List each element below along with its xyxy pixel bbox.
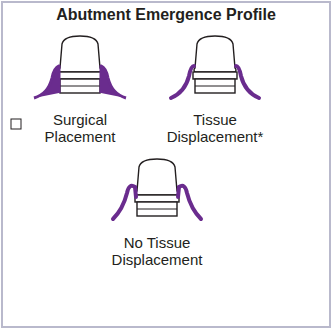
figure-caption: No Tissue Displacement [97, 234, 217, 269]
frame [2, 2, 330, 327]
no-displacement-figure [113, 159, 201, 219]
figure-caption: Surgical Placement [40, 111, 120, 146]
displacement-figure [171, 36, 259, 98]
diagram-title: Abutment Emergence Profile [56, 6, 276, 24]
checkbox [11, 119, 21, 129]
figure-caption: Tissue Displacement* [160, 111, 270, 146]
surgical-figure [34, 36, 126, 98]
